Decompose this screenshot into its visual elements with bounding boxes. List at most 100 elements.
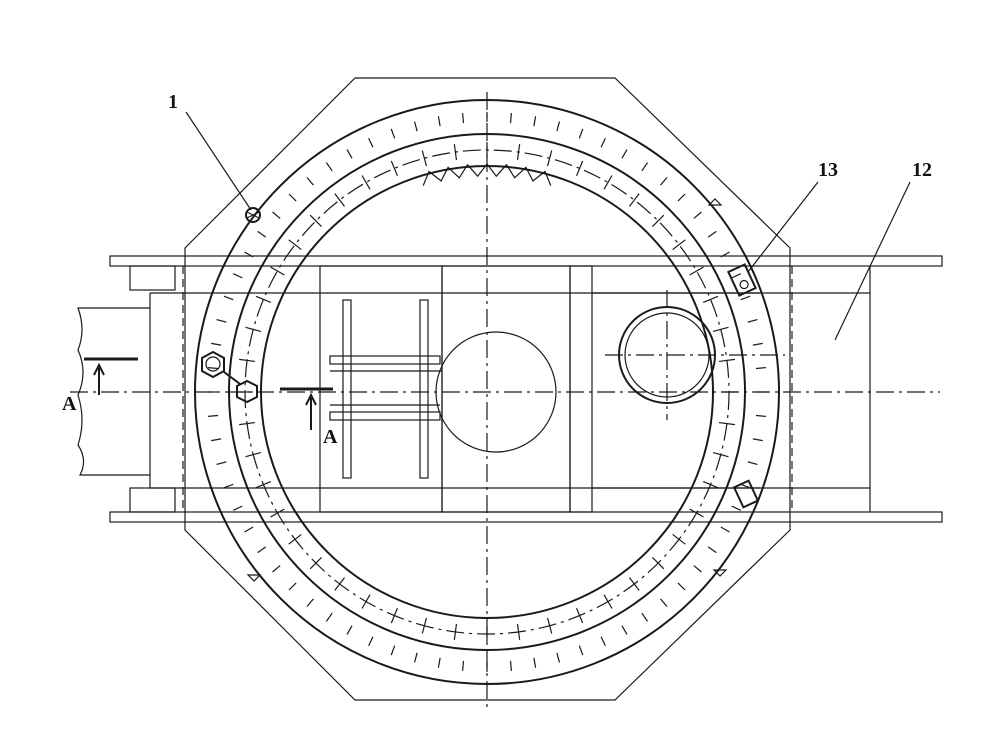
inner-ring-tick — [239, 421, 256, 426]
outer-ring-tick — [346, 625, 353, 635]
inner-ring-tick — [712, 326, 729, 333]
hex-nut-large-hole — [205, 356, 221, 372]
h-bracket-right-post — [419, 299, 429, 479]
fitting-1 — [245, 207, 261, 223]
leader-1 — [185, 111, 252, 211]
outer-ring-tick — [211, 438, 222, 442]
label-part-1: 1 — [168, 91, 178, 113]
outer-ring-tick — [600, 137, 606, 148]
outer-ring-tick — [693, 211, 702, 219]
outer-ring-tick — [325, 612, 333, 622]
outer-ring-tick — [244, 251, 254, 258]
inner-ring-tick — [453, 623, 458, 640]
outer-ring-tick — [747, 461, 758, 466]
inner-ring-tick — [245, 326, 262, 333]
inner-ring-tick — [689, 266, 704, 276]
inner-ring-tick — [628, 577, 640, 591]
outer-ring-tick — [257, 546, 267, 554]
hex-nuts — [201, 350, 258, 404]
outer-ring-tick — [533, 657, 537, 668]
outer-ring-tick — [641, 162, 649, 172]
inner-ring-tick — [361, 594, 371, 609]
outer-ring-tick — [216, 461, 227, 466]
outer-ring-tick — [288, 193, 297, 202]
inner-ring-tick — [255, 295, 272, 304]
outer-ring-tick — [677, 582, 686, 591]
hex-nut-small — [236, 379, 258, 404]
carriage-plate-center — [441, 265, 571, 513]
inner-ring-tick — [575, 160, 584, 177]
chassis-body — [129, 265, 871, 513]
inner-ring-tick — [390, 607, 399, 624]
outer-ring-tick — [413, 121, 418, 132]
outer-ring-tick — [740, 483, 751, 489]
inner-ring-tick — [603, 594, 613, 609]
inner-ring-tick — [390, 160, 399, 177]
chassis-left-block-bottom — [129, 487, 176, 513]
outer-ring-tick — [677, 193, 686, 202]
inner-ring-tick — [628, 193, 640, 207]
outer-ring-tick — [752, 438, 763, 442]
fitting-bottom-right — [712, 569, 728, 577]
outer-ring-tick — [208, 366, 219, 370]
fitting-bottom-left — [246, 574, 262, 582]
outer-ring-tick — [752, 342, 763, 346]
outer-ring-tick — [660, 598, 668, 607]
outer-ring-tick — [232, 505, 243, 511]
outer-ring-tick — [509, 113, 513, 124]
inner-ring-tick — [672, 533, 686, 545]
outer-ring-tick — [755, 414, 766, 418]
label-part-13: 13 — [818, 159, 838, 181]
inner-ring-tick — [718, 358, 735, 363]
outer-ring-tick — [437, 657, 441, 668]
outer-ring-tick — [211, 342, 222, 346]
outer-ring-tick — [325, 162, 333, 172]
h-bracket-lower-bar — [329, 411, 441, 421]
frame-rails — [109, 255, 943, 523]
inner-ring-tick — [309, 214, 322, 227]
inner-ring-ticks — [237, 142, 737, 642]
chassis-left-block — [129, 265, 176, 291]
outer-ring-tick — [621, 625, 628, 635]
inner-ring-tick — [689, 508, 704, 518]
inner-ring-tick — [652, 214, 665, 227]
outer-ring-tick — [390, 645, 396, 656]
outer-ring-tick — [306, 177, 314, 186]
outer-ring-tick — [731, 505, 742, 511]
label-part-12: 12 — [912, 159, 932, 181]
inner-ring-tick — [334, 577, 346, 591]
bottom-rail — [109, 511, 943, 523]
outer-ring-tick — [461, 660, 465, 671]
outer-ring-tick — [232, 273, 243, 279]
inner-ring-tick — [453, 144, 458, 161]
left-arm-outline — [77, 307, 150, 476]
outer-ring-tick — [288, 582, 297, 591]
label-section-left: A — [62, 393, 77, 415]
outer-ring-tick — [747, 318, 758, 323]
outer-ring-tick — [556, 121, 561, 132]
inner-ring-tick — [652, 557, 665, 570]
inner-ring-tick — [546, 617, 553, 634]
inner-ring-tick — [270, 508, 285, 518]
inner-ring-tick — [288, 533, 302, 545]
inner-ring-tick — [575, 607, 584, 624]
carriage-plate-right — [569, 265, 593, 513]
inner-ring-tick — [718, 421, 735, 426]
leader-12 — [834, 181, 911, 341]
carriage-plate-left — [319, 265, 443, 513]
outer-ring-tick — [600, 636, 606, 647]
sensor-blocks — [727, 263, 760, 509]
outer-ring-tick — [720, 526, 730, 533]
outer-ring-tick — [578, 128, 584, 139]
outer-ring-tick — [461, 113, 465, 124]
outer-ring-tick — [244, 526, 254, 533]
outer-ring-tick — [621, 149, 628, 159]
inner-ring-tick — [603, 175, 613, 190]
centerlines — [70, 92, 940, 712]
section-marker-center — [280, 387, 333, 430]
section-marker-left — [84, 357, 138, 395]
outer-ring-tick — [257, 230, 267, 238]
outer-ring-tick — [660, 177, 668, 186]
inner-ring-tick — [245, 451, 262, 458]
